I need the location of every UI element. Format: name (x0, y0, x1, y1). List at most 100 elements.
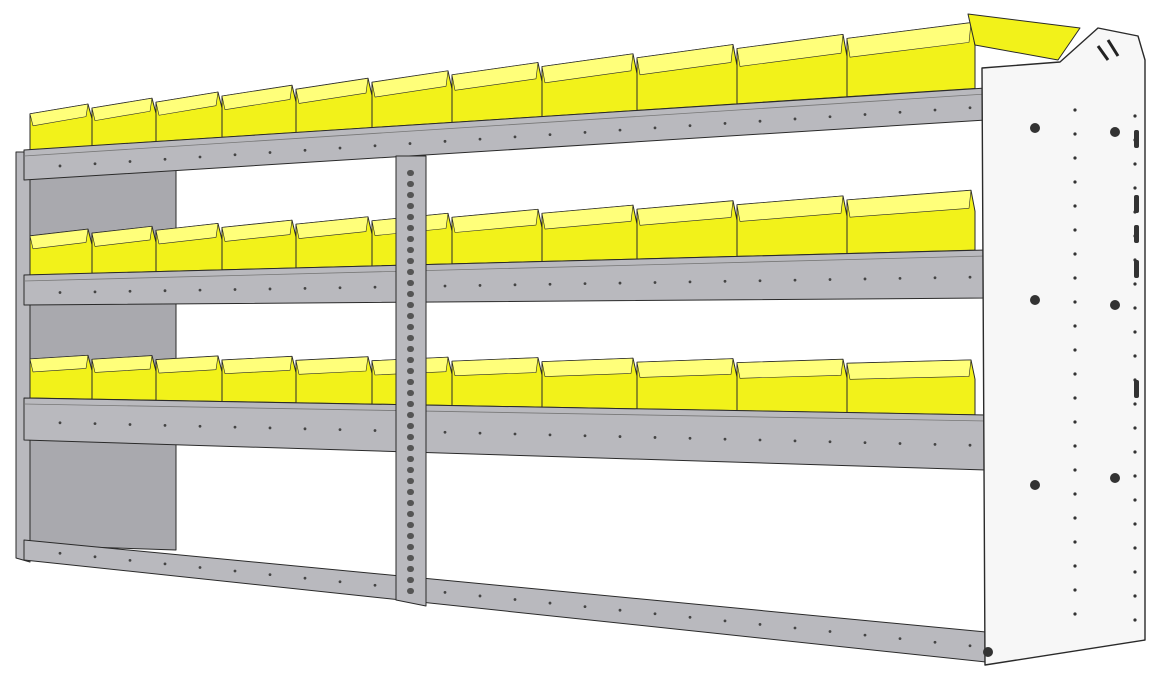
right-end-panel (981, 27, 1146, 666)
post-slot (407, 346, 414, 352)
beam-hole (338, 286, 342, 290)
beam-hole (443, 430, 447, 434)
beam-hole (338, 146, 342, 150)
beam-hole (968, 275, 972, 279)
panel-slot (1134, 195, 1139, 213)
bin-lip (91, 226, 153, 247)
beam-hole (198, 424, 202, 428)
post-slot (407, 456, 414, 462)
beam-hole (198, 288, 202, 292)
post-slot (407, 302, 414, 308)
beam-hole (793, 439, 797, 443)
beam-hole (793, 278, 797, 282)
beam-hole (513, 283, 517, 287)
panel-hole (1073, 108, 1077, 112)
rail-hole (198, 566, 202, 569)
beam-hole (198, 155, 202, 159)
beam-hole (478, 284, 482, 287)
beam-hole (758, 119, 762, 123)
panel-hole (1073, 492, 1077, 496)
bin-lip (736, 34, 844, 67)
beam-hole (898, 442, 902, 445)
bin-lip (846, 359, 972, 380)
beam-hole (898, 110, 902, 114)
beam-hole (933, 442, 937, 446)
beam-hole (303, 286, 307, 290)
post-slot (407, 181, 414, 187)
beam-hole (723, 437, 727, 441)
beam-hole (303, 148, 307, 152)
beam-hole (163, 423, 167, 427)
bolt-icon (1110, 300, 1120, 310)
rail-hole (583, 605, 587, 609)
panel-hole (1133, 282, 1137, 286)
rail-hole (478, 594, 482, 598)
post-slot (407, 357, 414, 363)
panel-slot (1134, 380, 1139, 398)
beam-hole (688, 124, 692, 128)
post-slot (407, 588, 414, 594)
bin-lip (846, 22, 972, 58)
rail-hole (93, 555, 97, 559)
bolt-icon (1030, 480, 1040, 490)
post-slot (407, 544, 414, 550)
panel-slot (1106, 39, 1120, 57)
beam-hole (688, 436, 692, 440)
bin-lip (295, 216, 369, 239)
bin-lip (155, 91, 219, 116)
bin-lip (451, 209, 539, 233)
bin-lip (736, 195, 844, 222)
beam-hole (583, 130, 587, 134)
panel-hole (1073, 612, 1077, 616)
bin-lip (29, 228, 89, 250)
beam-hole (933, 108, 937, 112)
panel-hole (1073, 540, 1077, 544)
beam-hole (163, 157, 167, 161)
panel-hole (1073, 204, 1077, 208)
beam-hole (58, 164, 62, 168)
beam-hole (338, 428, 342, 432)
panel-hole (1133, 522, 1137, 526)
post-slot (407, 445, 414, 451)
beam-hole (478, 431, 482, 435)
panel-slot (1096, 45, 1110, 61)
beam-hole (898, 276, 902, 280)
beam-hole (863, 277, 867, 281)
beam-hole (128, 289, 132, 293)
bolt-icon (1110, 473, 1120, 483)
bin-lip (541, 204, 634, 230)
post-slot (407, 335, 414, 341)
post-slot (407, 203, 414, 209)
rail-hole (688, 615, 692, 619)
post-slot (407, 555, 414, 561)
panel-hole (1133, 162, 1137, 166)
beam-hole (653, 281, 657, 284)
rail-hole (513, 598, 517, 601)
beam-hole (128, 160, 132, 163)
beam-edge (23, 93, 987, 157)
post-slot (407, 368, 414, 374)
beam-hole (93, 290, 97, 294)
beam-hole (233, 425, 237, 429)
beam-hole (478, 137, 482, 141)
post-slot (407, 280, 414, 286)
bin-lip (221, 219, 293, 242)
post-slot (407, 269, 414, 275)
bolt-icon (1030, 295, 1040, 305)
beam-hole (373, 144, 377, 148)
beam-hole (618, 281, 622, 285)
beam-hole (828, 278, 832, 281)
beam-hole (618, 128, 622, 132)
beam-edge (23, 403, 987, 422)
post-slot (407, 511, 414, 517)
bolt-icon (983, 647, 993, 657)
beam-hole (933, 276, 937, 280)
post-slot (407, 577, 414, 583)
beam-hole (303, 427, 307, 431)
panel-hole (1073, 396, 1077, 400)
beam-hole (618, 435, 622, 438)
rail-hole (968, 644, 972, 648)
beam-hole (268, 426, 272, 430)
beam-hole (583, 434, 587, 438)
